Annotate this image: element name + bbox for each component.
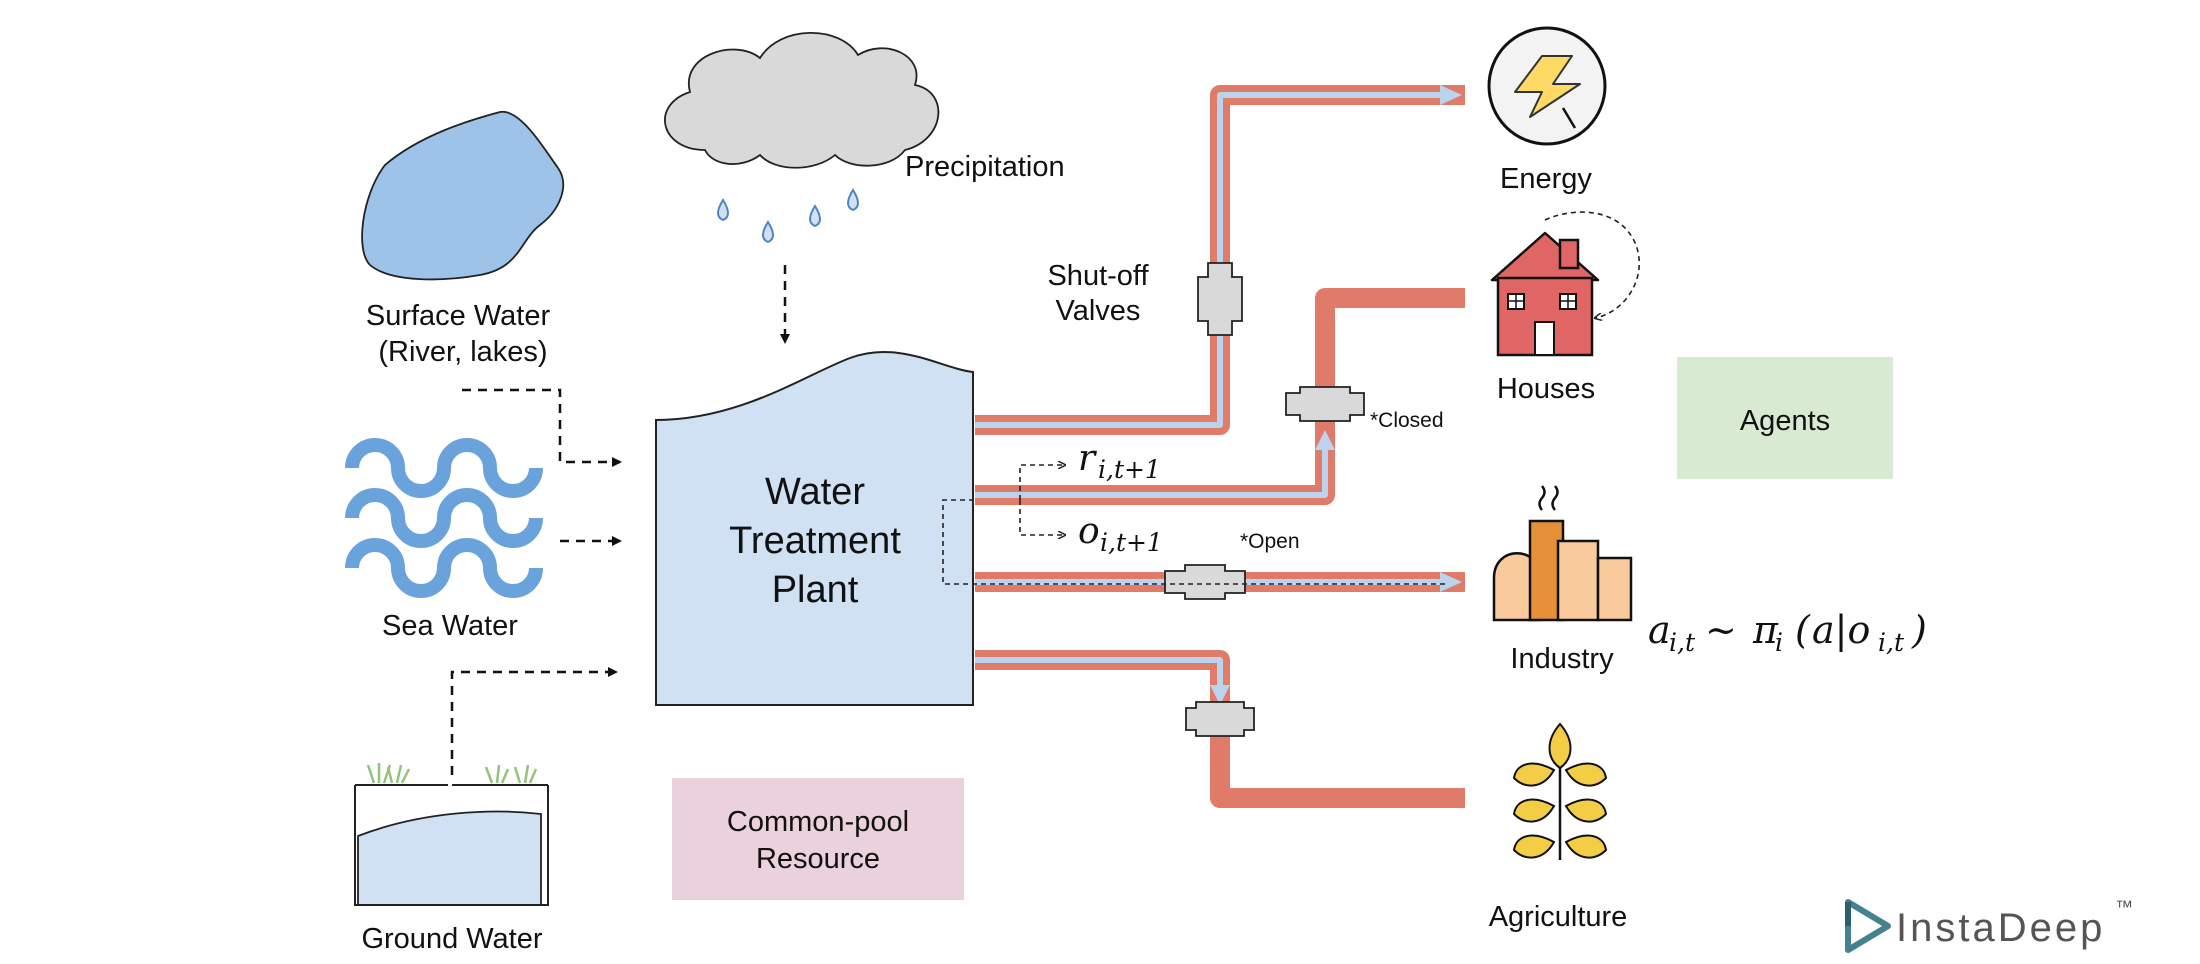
industry-icon: [1492, 485, 1633, 622]
valves-label-line2: Valves: [1056, 295, 1141, 327]
valve-houses-closed[interactable]: [1285, 386, 1365, 422]
policy-argument-subscript: i,t: [1878, 628, 1905, 657]
ground-water-label: Ground Water: [361, 923, 542, 955]
agriculture-label: Agriculture: [1489, 901, 1628, 933]
feedback-arrows: [942, 465, 1445, 585]
reward-symbol: r: [1078, 438, 1097, 479]
policy-open-paren: (: [1795, 608, 1811, 652]
energy-label: Energy: [1500, 163, 1592, 195]
valve-agriculture[interactable]: [1185, 701, 1255, 737]
policy-close-paren: ): [1911, 608, 1927, 652]
industry-label: Industry: [1510, 643, 1614, 675]
instadeep-logo: InstaDeep ™: [1845, 897, 2133, 953]
wheat-icon: [1512, 722, 1608, 860]
observation-math-label: o i,t+1: [1078, 511, 1163, 557]
policy-action-symbol: a: [1648, 608, 1671, 652]
brand-name: InstaDeep: [1896, 906, 2105, 950]
raindrops-icon: [717, 188, 859, 244]
policy-pi-symbol: π: [1752, 608, 1779, 652]
brand-tm: ™: [2115, 897, 2133, 917]
reward-math-label: r i,t+1: [1078, 438, 1161, 484]
sea-water-icon: [345, 438, 543, 598]
plant-label-line1: Water: [765, 471, 865, 513]
valve-open-label: *Open: [1240, 530, 1300, 553]
surface-water-label: Surface Water: [366, 300, 551, 332]
policy-pi-subscript: i: [1775, 628, 1783, 657]
pipe-energy: [975, 85, 1465, 435]
common-pool-label-line2: Resource: [756, 843, 880, 875]
water-treatment-plant: [655, 351, 974, 706]
policy-argument: a|o: [1812, 608, 1870, 652]
house-feedback-arrow: [1544, 211, 1641, 318]
house-icon: [1490, 231, 1600, 357]
energy-icon: [1487, 26, 1607, 146]
sea-water-label: Sea Water: [382, 610, 518, 642]
plant-label-line2: Treatment: [729, 520, 901, 562]
observation-subscript: i,t+1: [1100, 528, 1163, 557]
common-pool-box: [672, 778, 964, 900]
surface-water-icon: [361, 111, 565, 281]
surface-water-sublabel: (River, lakes): [378, 336, 547, 368]
valve-closed-label: *Closed: [1370, 409, 1444, 432]
cloud-icon: [664, 31, 940, 169]
valves-label-line1: Shut-off: [1047, 260, 1149, 292]
policy-action-subscript: i,t: [1669, 628, 1696, 657]
reward-subscript: i,t+1: [1098, 455, 1161, 484]
observation-symbol: o: [1078, 511, 1100, 552]
precipitation-label: Precipitation: [905, 151, 1065, 183]
policy-formula: a i,t ∼ π i ( a|o i,t ): [1648, 608, 1927, 657]
agents-box: [1677, 357, 1893, 479]
ground-water-flow-arrow: [450, 667, 618, 775]
valve-energy[interactable]: [1197, 262, 1243, 336]
surface-water-flow-arrow: [462, 388, 622, 467]
valve-industry-open[interactable]: [1164, 564, 1246, 600]
agents-box-label: Agents: [1740, 405, 1830, 437]
common-pool-label-line1: Common-pool: [727, 806, 909, 838]
plant-label-line3: Plant: [772, 569, 859, 611]
ground-water-icon: [354, 763, 549, 906]
houses-label: Houses: [1497, 373, 1595, 405]
policy-tilde: ∼: [1705, 608, 1737, 652]
